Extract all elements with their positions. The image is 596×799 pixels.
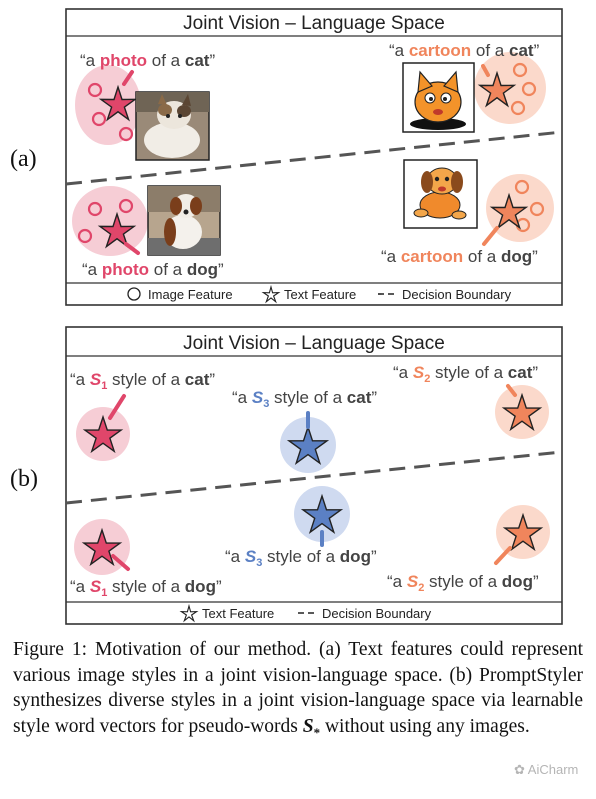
decision-boundary-a xyxy=(66,130,562,186)
text-feature-star-icon xyxy=(502,512,544,552)
text-feature-star-icon xyxy=(261,284,281,304)
s1-dog-feature xyxy=(74,519,130,575)
watermark-icon: ✿ xyxy=(514,762,528,777)
text-s2-dog: “a S2 style of a dog” xyxy=(387,572,539,594)
s2-dog-feature xyxy=(494,505,550,565)
text-feature-star-icon xyxy=(81,527,123,567)
s3-cat-feature xyxy=(280,411,336,473)
photo-dog-image xyxy=(147,185,221,256)
text-feature-star-icon xyxy=(179,603,199,623)
panel-a-title: Joint Vision – Language Space xyxy=(183,13,445,34)
photo-dog-cluster xyxy=(72,186,148,256)
legend-decision-boundary-a: Decision Boundary xyxy=(402,287,512,302)
legend-text-feature-b: Text Feature xyxy=(202,606,274,621)
text-cartoon-cat: “a cartoon of a cat” xyxy=(389,41,540,60)
text-s3-cat: “a S3 style of a cat” xyxy=(232,388,377,410)
figure-diagram: (a) Joint Vision – Language Space xyxy=(10,8,563,625)
image-feature-circle-icon xyxy=(127,287,141,301)
panel-b-title: Joint Vision – Language Space xyxy=(183,333,445,354)
photo-cat-image xyxy=(135,91,210,161)
s2-cat-feature xyxy=(495,384,549,439)
caption-tail: without using any images. xyxy=(320,715,530,737)
legend-decision-boundary-b: Decision Boundary xyxy=(322,606,432,621)
text-feature-star-icon xyxy=(489,192,529,230)
text-s1-cat: “a S1 style of a cat” xyxy=(70,370,215,392)
cartoon-dog-cluster xyxy=(482,174,554,246)
text-feature-star-icon xyxy=(82,414,124,454)
figure-caption: Figure 1: Motivation of our method. (a) … xyxy=(13,637,583,745)
cartoon-dog-image xyxy=(403,159,478,229)
panel-b-label: (b) xyxy=(10,466,38,492)
legend-text-feature-a: Text Feature xyxy=(284,287,356,302)
text-cartoon-dog: “a cartoon of a dog” xyxy=(381,247,538,266)
decision-boundary-b xyxy=(66,450,562,505)
text-s2-cat: “a S2 style of a cat” xyxy=(393,363,538,385)
text-feature-star-icon xyxy=(286,424,330,466)
caption-symbol: S xyxy=(302,715,314,737)
text-feature-star-icon xyxy=(501,392,543,432)
caption-text: Figure 1: Motivation of our method. (a) … xyxy=(13,639,583,737)
text-feature-star-icon xyxy=(300,493,344,535)
photo-cat-cluster xyxy=(75,65,141,145)
text-photo-cat: “a photo of a cat” xyxy=(80,51,215,70)
text-s1-dog: “a S1 style of a dog” xyxy=(70,577,222,599)
cartoon-cat-image xyxy=(402,62,475,133)
text-feature-star-icon xyxy=(477,70,517,108)
panel-a-label: (a) xyxy=(10,146,37,172)
caption-symbol-subscript: * xyxy=(313,724,321,740)
text-feature-star-icon xyxy=(97,211,137,249)
s1-cat-feature xyxy=(76,394,130,461)
cartoon-cat-cluster xyxy=(474,52,546,124)
watermark: ✿ AiCharm xyxy=(514,762,579,777)
panel-b-frame xyxy=(65,326,563,625)
s3-dog-feature xyxy=(294,486,350,547)
text-photo-dog: “a photo of a dog” xyxy=(82,260,224,279)
legend-image-feature: Image Feature xyxy=(148,287,233,302)
text-s3-dog: “a S3 style of a dog” xyxy=(225,547,377,569)
text-feature-star-icon xyxy=(98,84,138,122)
